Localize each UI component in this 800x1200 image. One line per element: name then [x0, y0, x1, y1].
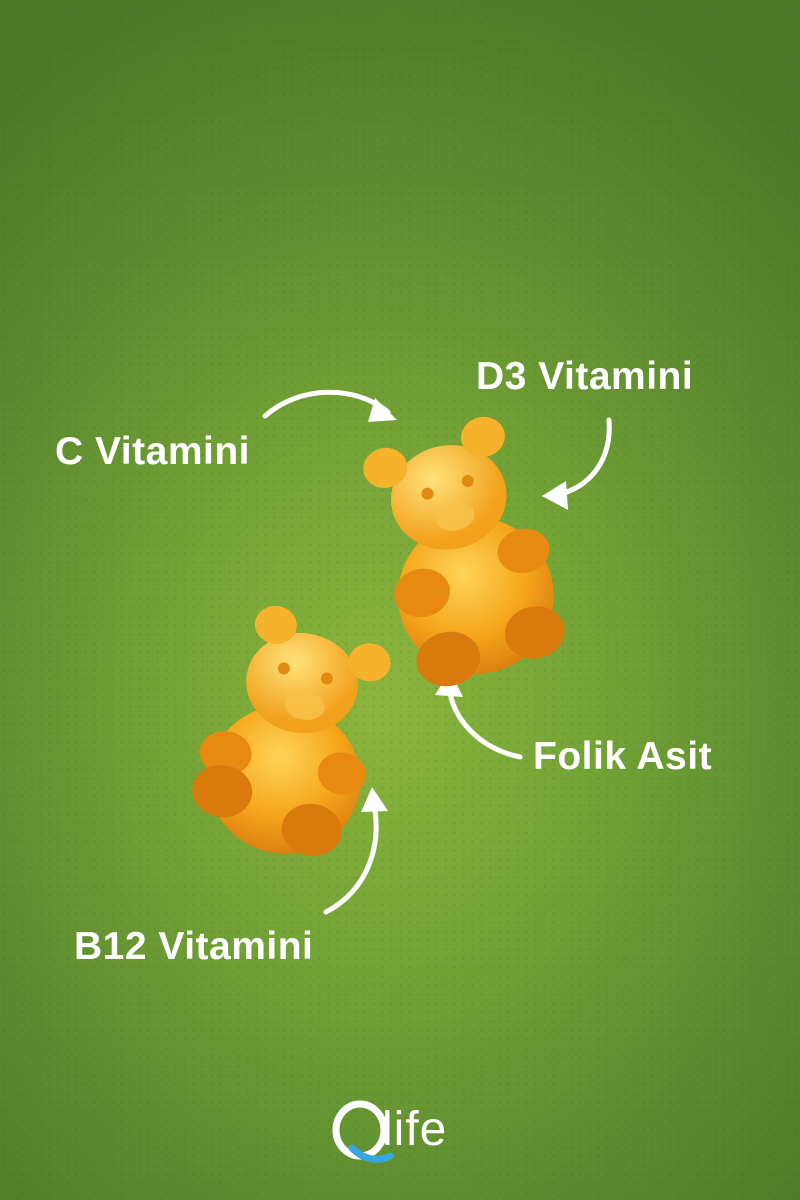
label-d3-vitamini: D3 Vitamini — [476, 355, 694, 398]
brand-logo: life — [330, 1098, 480, 1168]
arrow-c-vitamini — [262, 389, 397, 422]
gummy-bear-image — [192, 605, 391, 856]
arrow-d3-vitamini — [542, 417, 612, 510]
label-folik-asit: Folik Asit — [533, 735, 713, 778]
label-b12-vitamini: B12 Vitamini — [74, 925, 314, 968]
label-c-vitamini: C Vitamini — [55, 430, 250, 473]
logo-mark — [332, 1100, 394, 1163]
arrow-b12-vitamini — [323, 787, 388, 915]
gummy-bear-image — [363, 416, 565, 687]
logo-text: life — [382, 1103, 448, 1156]
